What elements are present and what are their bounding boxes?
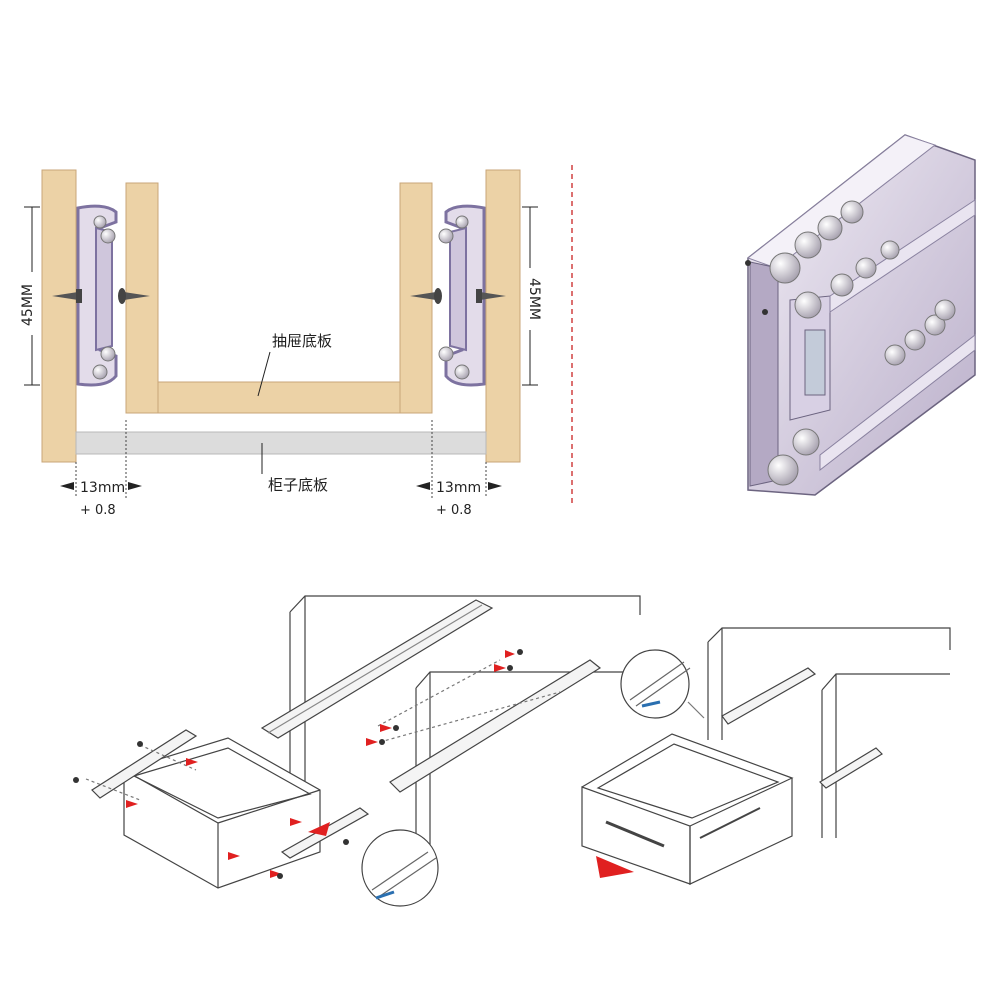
screw-icon	[118, 288, 150, 304]
screw-icon	[52, 289, 82, 303]
arrow-icon	[488, 482, 502, 490]
arrow-icon	[596, 856, 634, 878]
gap-label-right: 13mm	[436, 480, 481, 496]
arrow-icon	[128, 482, 142, 490]
gap-label-left: 13mm	[80, 480, 125, 496]
gap-dimension-left: 13mm + 0.8	[60, 420, 142, 518]
drawer-bottom-leader	[257, 351, 271, 397]
height-dimension-right: 45MM	[522, 206, 542, 386]
ball-bearing-icon	[454, 364, 470, 380]
gap-dimension-right: 13mm + 0.8	[416, 420, 502, 518]
slide-rail-icon	[76, 204, 118, 387]
screw-icon	[476, 289, 506, 303]
cabinet-wall-right	[485, 169, 521, 463]
slide-rail-3d-view	[745, 134, 976, 496]
screw-icon	[410, 288, 442, 304]
cabinet-bottom-panel	[75, 431, 487, 455]
cross-section-diagram: 45MM 45MM 抽屉底板 柜子底板 13mm + 0.8 1	[20, 169, 542, 518]
ball-bearing-icon	[100, 228, 116, 244]
ball-bearing-icon	[93, 215, 107, 229]
gap-tolerance-right: + 0.8	[436, 503, 472, 518]
arrow-icon	[126, 650, 515, 878]
magnifier-callout-icon	[620, 649, 690, 719]
height-dimension-left: 45MM	[20, 206, 40, 386]
slide-rail-icon	[438, 204, 486, 387]
ball-bearing-icon	[100, 346, 116, 362]
arrow-icon	[416, 482, 430, 490]
ball-bearing-icon	[438, 228, 454, 244]
drawer-bottom-label: 抽屉底板	[272, 332, 332, 350]
cabinet-bottom-label: 柜子底板	[268, 476, 328, 494]
screw-icon	[73, 649, 523, 879]
ball-bearing-icon	[769, 200, 900, 319]
magnifier-callout-icon	[361, 829, 439, 907]
ball-bearing-icon	[767, 299, 956, 486]
arrow-icon	[60, 482, 74, 490]
cabinet-wall-left	[41, 169, 77, 463]
installation-diagram-right	[581, 627, 951, 885]
height-label-left: 45MM	[20, 284, 36, 326]
drawer-bottom-panel	[157, 381, 401, 414]
gap-tolerance-left: + 0.8	[80, 503, 116, 518]
ball-bearing-icon	[92, 364, 108, 380]
ball-bearing-icon	[455, 215, 469, 229]
installation-diagram-left	[85, 595, 641, 907]
height-label-right: 45MM	[526, 278, 542, 320]
ball-bearing-icon	[438, 346, 454, 362]
